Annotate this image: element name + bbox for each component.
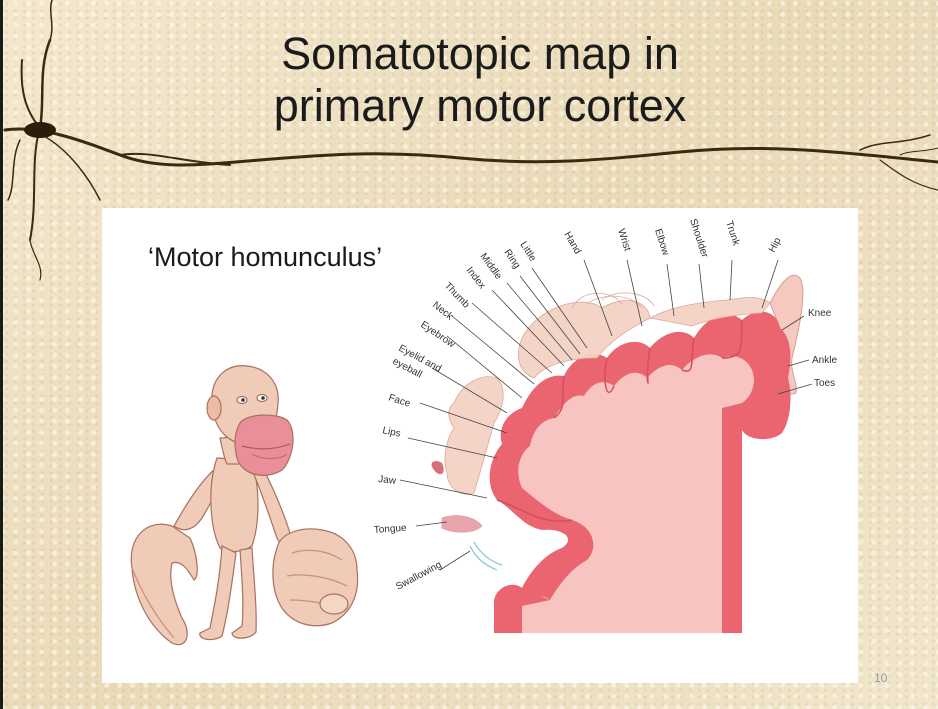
label-ring: Ring [502,248,523,271]
homunculus-body [131,366,357,645]
label-elbow: Elbow [652,228,671,258]
label-toes: Toes [814,378,835,389]
label-knee: Knee [808,308,832,319]
label-tongue: Tongue [373,523,407,536]
homunculus-figure: Hip Trunk Shoulder Elbow Wrist Hand Litt… [102,208,858,683]
label-trunk: Trunk [723,220,742,248]
label-lips: Lips [381,425,401,440]
homunculus-right-fist [273,529,358,626]
slide-title: Somatotopic map in primary motor cortex [150,28,810,132]
label-neck: Neck [430,300,456,323]
figure-subtitle: ‘Motor homunculus’ [148,242,382,273]
label-hip: Hip [767,236,784,255]
label-eyebrow: Eyebrow [418,319,457,350]
label-little: Little [517,240,538,264]
slide-left-border [0,0,3,709]
label-hand: Hand [561,230,582,256]
cortex-section [432,275,803,633]
figure-illustration: Hip Trunk Shoulder Elbow Wrist Hand Litt… [102,208,858,683]
page-number: 10 [874,671,887,685]
label-shoulder: Shoulder [687,218,710,260]
label-index: Index [464,265,488,291]
homunculus-legs [200,546,256,640]
label-swallowing: Swallowing [394,559,443,592]
label-wrist: Wrist [615,228,633,253]
label-face: Face [387,392,412,409]
homunculus-lips [235,415,293,475]
title-line-1: Somatotopic map in [150,28,810,80]
label-ankle: Ankle [812,355,837,366]
label-jaw: Jaw [378,474,398,487]
title-line-2: primary motor cortex [150,80,810,132]
